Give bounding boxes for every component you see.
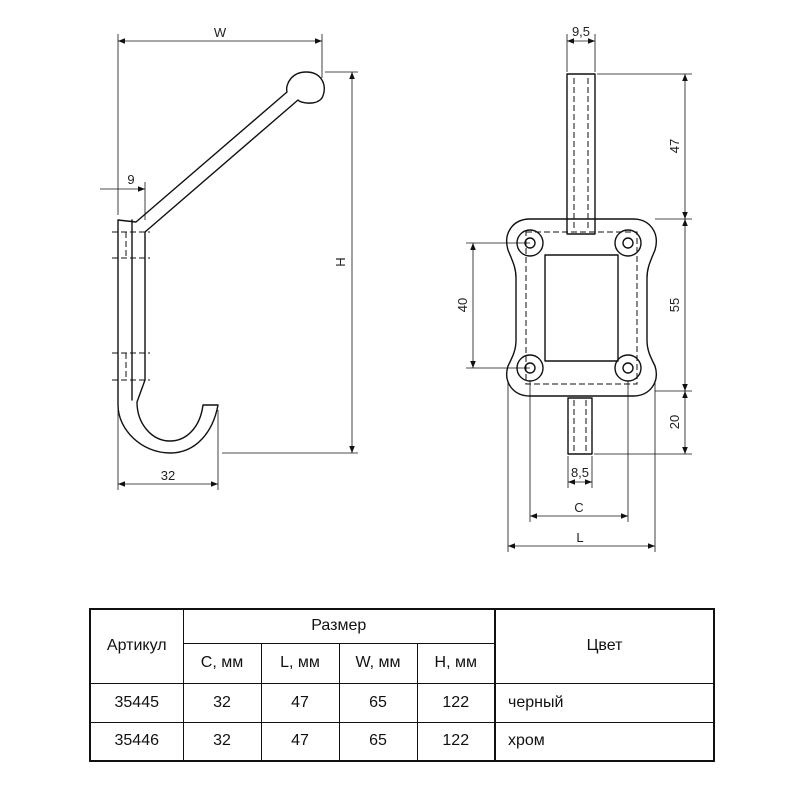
upper-hole-hidden — [112, 231, 150, 259]
dim-55-label: 55 — [667, 298, 682, 312]
mounting-plate — [506, 218, 657, 397]
dim-9-label: 9 — [127, 172, 134, 187]
spec-table: Артикул Размер Цвет C, мм L, мм W, мм H,… — [89, 608, 715, 762]
front-view: 9,5 47 55 20 40 8,5 C L — [455, 24, 692, 552]
header-c: C, мм — [182, 642, 262, 684]
dim-w-label: W — [214, 25, 227, 40]
header-size: Размер — [182, 608, 496, 644]
header-article: Артикул — [89, 608, 184, 684]
dim-47-label: 47 — [667, 139, 682, 153]
row-article: 35446 — [89, 721, 184, 762]
header-l: L, мм — [260, 642, 340, 684]
plate-inner-hidden — [525, 231, 638, 385]
row-c: 32 — [182, 721, 262, 762]
top-arm — [566, 73, 596, 235]
dim-9-5-label: 9,5 — [572, 24, 590, 39]
row-article: 35445 — [89, 682, 184, 723]
lower-hole-hidden — [112, 352, 150, 381]
row-color: хром — [494, 721, 715, 762]
row-color: черный — [494, 682, 715, 723]
header-w: W, мм — [338, 642, 418, 684]
side-view: W 9 H 32 — [100, 25, 358, 490]
row-l: 47 — [260, 682, 340, 723]
row-h: 122 — [416, 721, 496, 762]
dim-20-label: 20 — [667, 415, 682, 429]
row-c: 32 — [182, 682, 262, 723]
row-w: 65 — [338, 721, 418, 762]
mount-hole-top-right — [614, 229, 642, 257]
dim-8-5-label: 8,5 — [571, 465, 589, 480]
table-row: 35445 32 47 65 122 черный — [89, 682, 715, 723]
dim-40-label: 40 — [455, 298, 470, 312]
table-row: 35446 32 47 65 122 хром — [89, 721, 715, 762]
row-w: 65 — [338, 682, 418, 723]
dim-l-label: L — [576, 530, 583, 545]
dim-c-label: C — [574, 500, 583, 515]
header-h: H, мм — [416, 642, 496, 684]
row-l: 47 — [260, 721, 340, 762]
hook-body — [117, 71, 325, 454]
technical-drawing: W 9 H 32 — [100, 24, 692, 552]
header-color: Цвет — [494, 608, 715, 684]
dim-32-label: 32 — [161, 468, 175, 483]
row-h: 122 — [416, 682, 496, 723]
plate-window — [544, 254, 619, 362]
bottom-arm — [567, 397, 593, 455]
dim-h-label: H — [333, 257, 348, 266]
